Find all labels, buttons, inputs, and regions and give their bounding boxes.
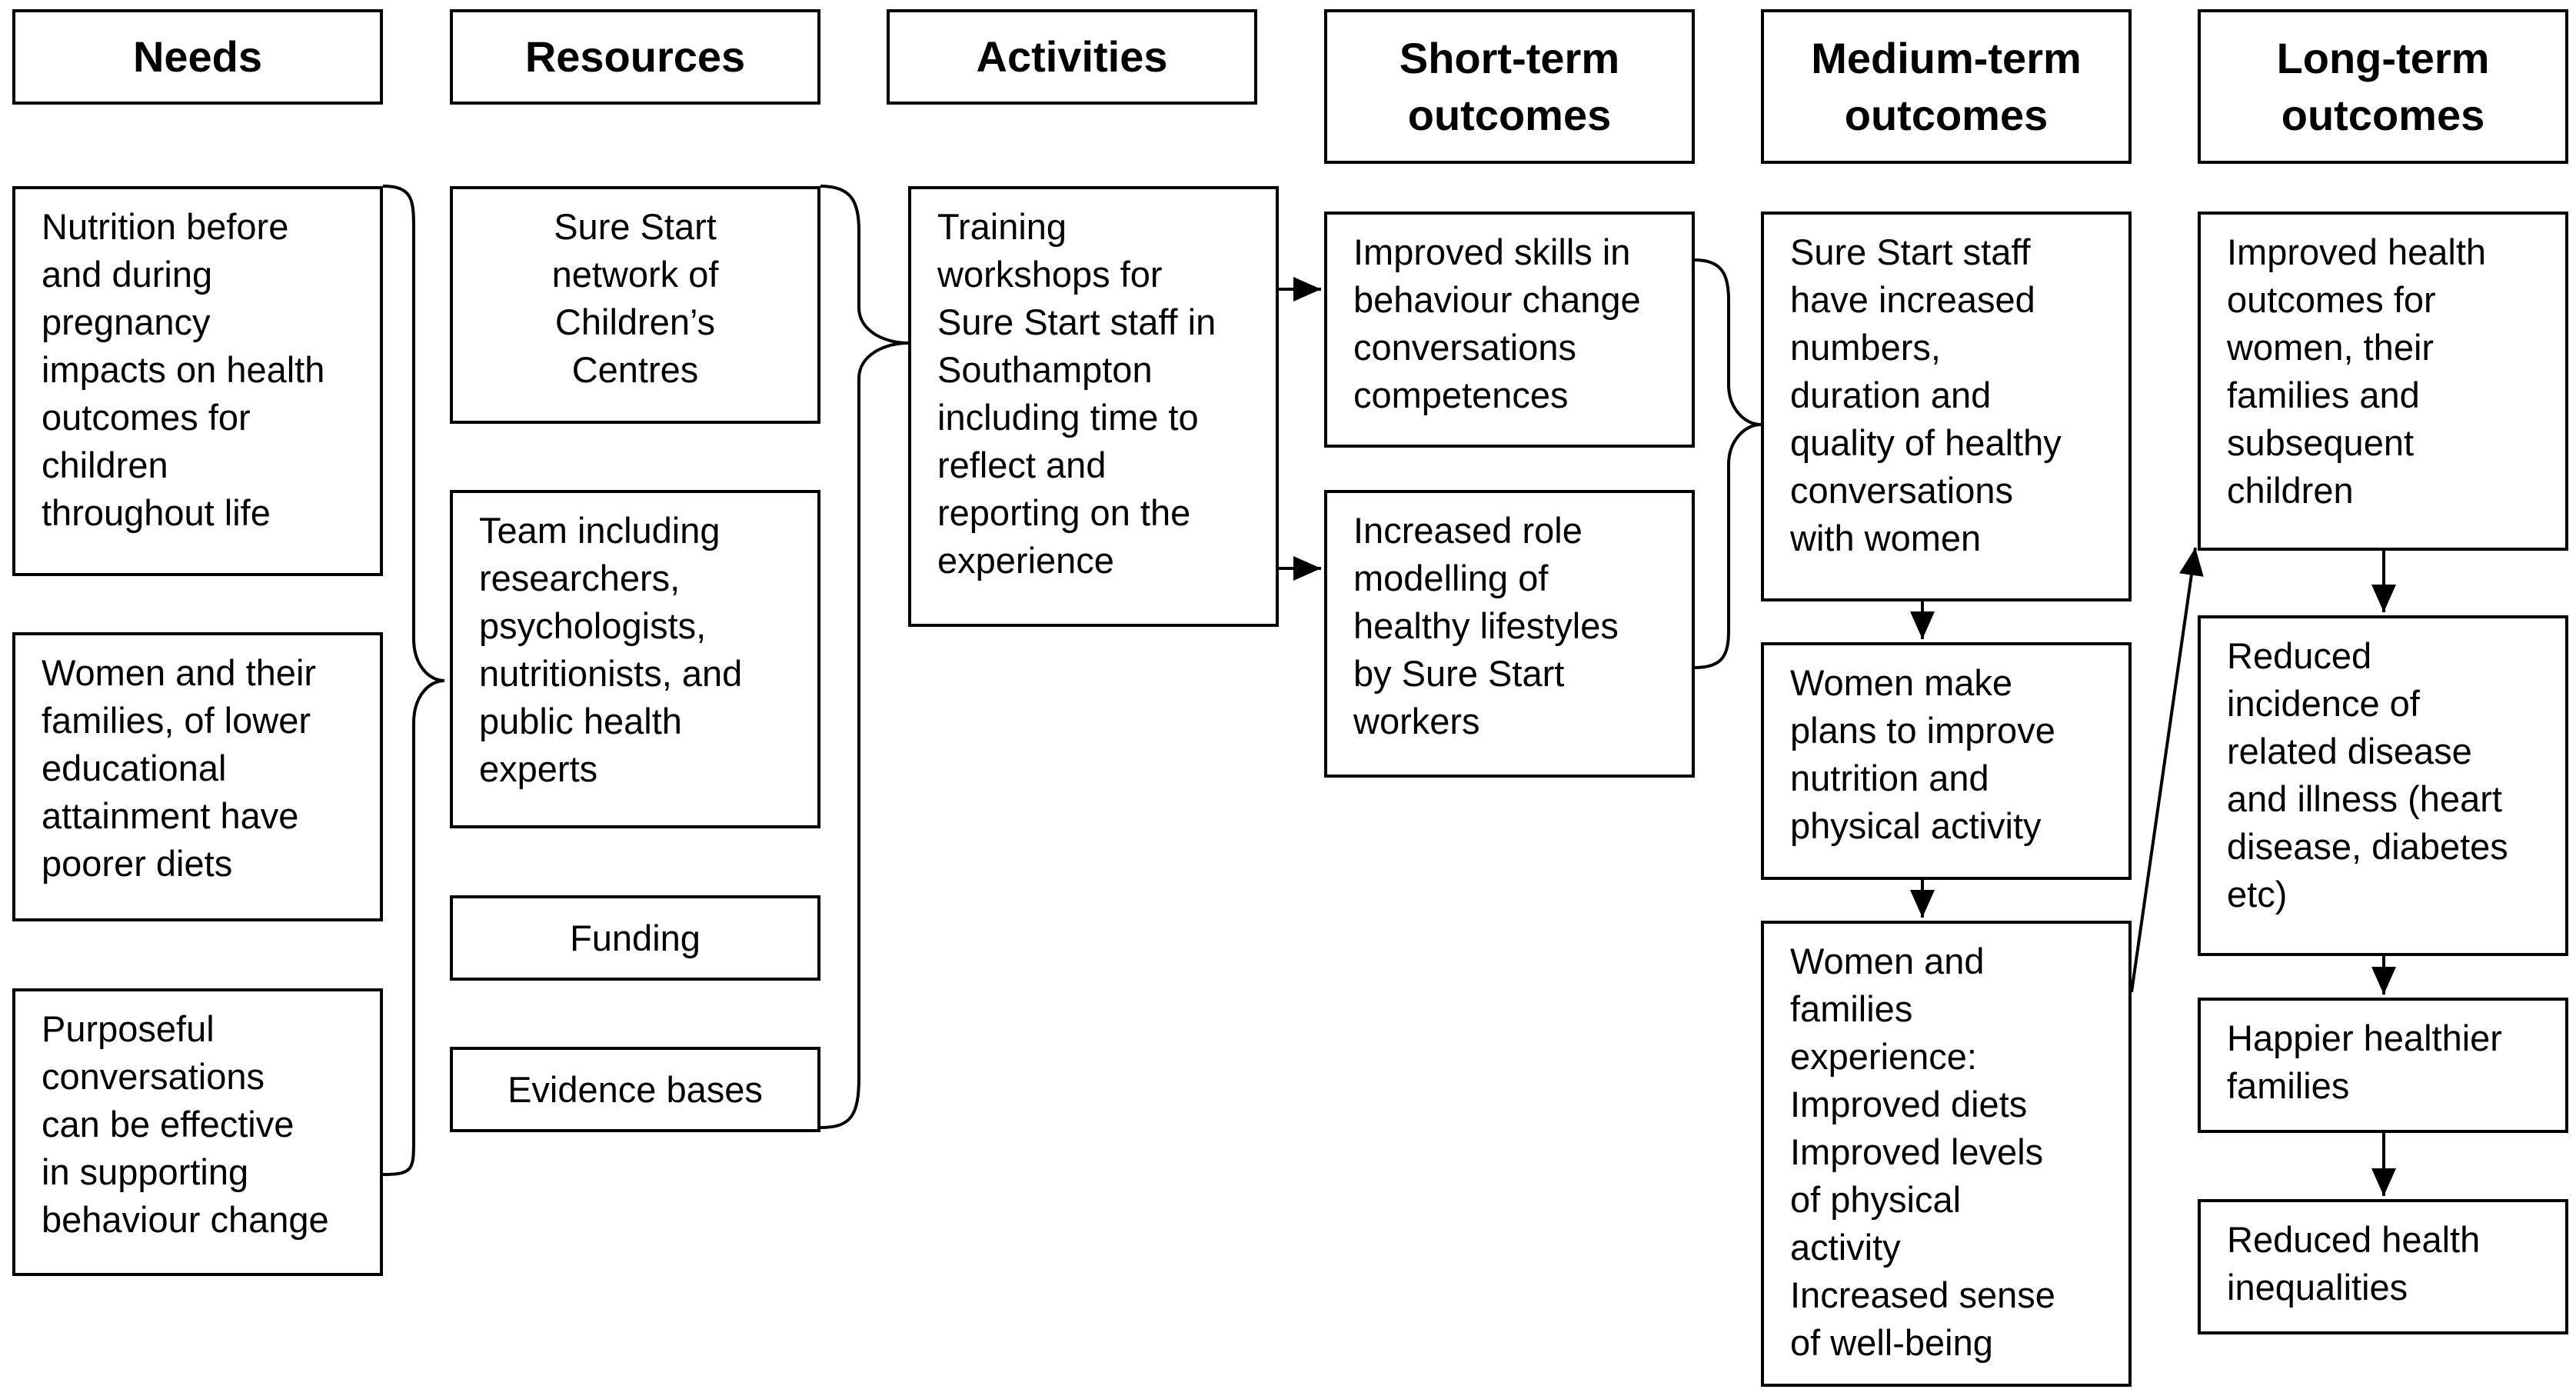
short-term-text: Increased role modelling of healthy life… xyxy=(1353,510,1619,741)
activity-box-training-workshops: Training workshops for Sure Start staff … xyxy=(908,186,1279,627)
need-text: Purposeful conversations can be effectiv… xyxy=(42,1008,329,1240)
short-term-box-role-modelling: Increased role modelling of healthy life… xyxy=(1324,490,1695,778)
header-short-term-label: Short-term outcomes xyxy=(1399,33,1620,139)
medium-term-box-women-plans: Women make plans to improve nutrition an… xyxy=(1761,642,2132,880)
short-term-brace xyxy=(1694,258,1762,669)
activity-text: Training workshops for Sure Start staff … xyxy=(937,206,1216,581)
resource-box-funding: Funding xyxy=(450,895,820,981)
resource-text: Funding xyxy=(570,917,701,958)
need-box-purposeful-conversations: Purposeful conversations can be effectiv… xyxy=(12,988,383,1276)
long-term-box-happier-families: Happier healthier families xyxy=(2198,998,2568,1133)
arrow-experience-to-improved-health xyxy=(2130,547,2204,993)
header-resources: Resources xyxy=(450,9,820,105)
need-box-nutrition-pregnancy: Nutrition before and during pregnancy im… xyxy=(12,186,383,576)
header-medium-term-outcomes: Medium-term outcomes xyxy=(1761,9,2132,164)
long-term-box-reduced-inequalities: Reduced health inequalities xyxy=(2198,1199,2568,1334)
resource-box-team: Team including researchers, psychologist… xyxy=(450,490,820,828)
need-text: Women and their families, of lower educa… xyxy=(42,652,317,884)
resources-brace xyxy=(820,185,909,1129)
medium-term-text: Women and families experience: Improved … xyxy=(1790,941,2055,1363)
medium-term-box-families-experience: Women and families experience: Improved … xyxy=(1761,921,2132,1387)
header-long-term-label: Long-term outcomes xyxy=(2276,33,2490,139)
need-box-educational-attainment: Women and their families, of lower educa… xyxy=(12,632,383,921)
resource-text: Team including researchers, psychologist… xyxy=(479,510,743,789)
medium-term-box-staff-conversations: Sure Start staff have increased numbers,… xyxy=(1761,212,2132,601)
needs-brace xyxy=(382,185,445,1176)
need-text: Nutrition before and during pregnancy im… xyxy=(42,206,325,533)
header-short-term-outcomes: Short-term outcomes xyxy=(1324,9,1695,164)
medium-term-text: Women make plans to improve nutrition an… xyxy=(1790,662,2055,846)
resource-text: Evidence bases xyxy=(508,1068,763,1110)
medium-term-text: Sure Start staff have increased numbers,… xyxy=(1790,232,2062,558)
long-term-box-improved-health: Improved health outcomes for women, thei… xyxy=(2198,212,2568,551)
short-term-box-improved-skills: Improved skills in behaviour change conv… xyxy=(1324,212,1695,448)
resource-box-sure-start-network: Sure Start network of Children’s Centres xyxy=(450,186,820,424)
long-term-box-reduced-incidence: Reduced incidence of related disease and… xyxy=(2198,615,2568,956)
header-medium-term-label: Medium-term outcomes xyxy=(1811,33,2082,139)
header-resources-label: Resources xyxy=(524,32,746,81)
resource-text: Sure Start network of Children’s Centres xyxy=(551,206,719,390)
short-term-text: Improved skills in behaviour change conv… xyxy=(1353,232,1641,415)
resource-box-evidence-bases: Evidence bases xyxy=(450,1047,820,1132)
header-needs: Needs xyxy=(12,9,383,105)
long-term-text: Reduced incidence of related disease and… xyxy=(2227,635,2508,915)
header-long-term-outcomes: Long-term outcomes xyxy=(2198,9,2568,164)
header-needs-label: Needs xyxy=(132,32,263,81)
header-activities: Activities xyxy=(887,9,1257,105)
header-activities-label: Activities xyxy=(976,32,1168,81)
long-term-text: Happier healthier families xyxy=(2227,1018,2502,1106)
long-term-text: Reduced health inequalities xyxy=(2227,1219,2481,1308)
long-term-text: Improved health outcomes for women, thei… xyxy=(2227,232,2487,511)
